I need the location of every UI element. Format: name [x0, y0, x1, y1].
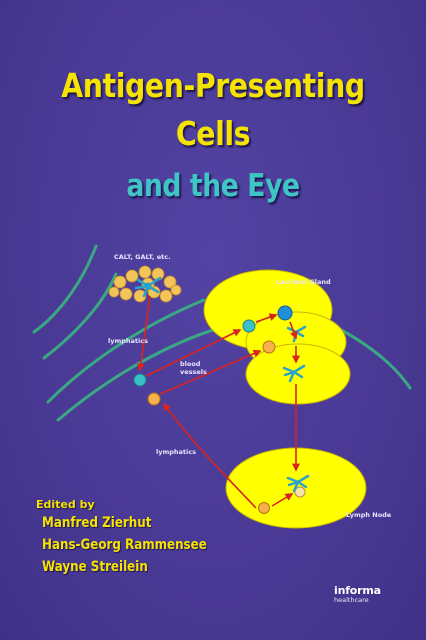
cell-orange-node: [258, 502, 270, 514]
cell-blue-gland: [277, 305, 293, 321]
publisher-subtitle: healthcare: [334, 596, 369, 604]
dendritic-cell-gland-1: [286, 325, 307, 343]
label-lymphatics-1: lymphatics: [108, 337, 148, 345]
label-lymphatics-2: lymphatics: [156, 448, 196, 456]
label-blood: blood: [180, 360, 201, 368]
title-line-3: and the Eye: [126, 168, 300, 204]
dendritic-cell-calt: [134, 276, 162, 298]
label-calt: CALT, GALT, etc.: [114, 253, 171, 261]
label-vessels: vessels: [180, 368, 207, 376]
cell-cyan-gland: [242, 319, 256, 333]
dendritic-cell-gland-2: [282, 364, 306, 383]
cell-orange-left: [147, 392, 161, 406]
publisher-logo: informa healthcare: [334, 584, 381, 604]
migration-arrows: [136, 295, 300, 509]
edited-by-label: Edited by: [36, 498, 95, 511]
title-line-1: Antigen-Presenting: [61, 66, 365, 105]
cell-cream-node: [294, 486, 306, 498]
editor-name: Hans-Georg Rammensee: [42, 537, 207, 553]
label-lymph-node: Lymph Node: [346, 511, 392, 519]
cell-orange-gland: [262, 340, 276, 354]
editor-name: Wayne Streilein: [42, 559, 148, 575]
editor-name: Manfred Zierhut: [42, 515, 152, 531]
dendritic-cell-node: [286, 474, 310, 493]
cell-cyan-left: [133, 373, 147, 387]
title-line-2: Cells: [175, 114, 251, 153]
publisher-name: informa: [334, 584, 381, 597]
editors-block: Edited by Manfred Zierhut Hans-Georg Ram…: [36, 498, 236, 581]
label-lacrimal-gland: Lacrimal Gland: [276, 278, 331, 286]
vessel-lines: [32, 244, 412, 422]
